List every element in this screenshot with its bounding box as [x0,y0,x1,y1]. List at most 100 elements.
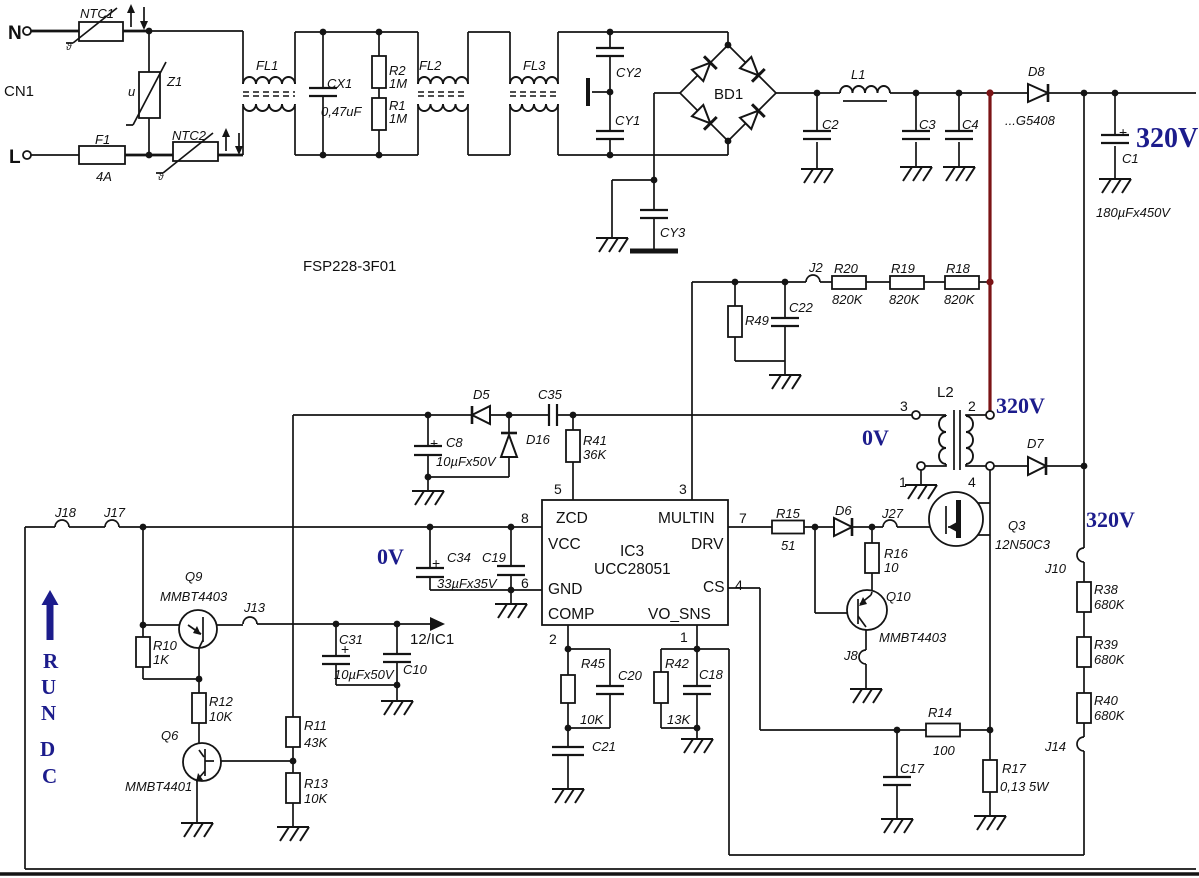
label-pin4: 4 [735,577,743,593]
label-c34: C34 [447,550,471,565]
label-r40-value: 680K [1094,708,1126,723]
jumper-arcs [54,274,1085,752]
l2-secondary-winding [938,415,947,465]
label-cx1-value: 0,47uF [321,104,363,119]
label-d5: D5 [473,387,490,402]
l2-primary-winding [965,415,974,465]
junction-dot [813,89,821,97]
label-0v-right: 0V [862,425,889,450]
l2-pin3-terminal [911,410,921,420]
resistor-r1 [371,97,387,131]
junction-dot [1111,89,1119,97]
label-d16: D16 [526,432,551,447]
junction-dot [375,28,383,36]
resistor-symbols [66,7,1092,804]
label-0v-left: 0V [377,544,404,569]
label-r19: R19 [891,261,915,276]
resistor-r17 [982,759,998,793]
label-l2-pin3: 3 [900,398,908,414]
label-r14-value: 100 [933,743,955,758]
junction-dot [569,411,577,419]
label-z1-u: u [128,84,135,99]
label-r41: R41 [583,433,607,448]
label-r39-value: 680K [1094,652,1126,667]
diode-symbols [469,82,1051,538]
l2-pin2-terminal [985,410,995,420]
label-cy3: CY3 [660,225,686,240]
capacitor-symbols [309,46,1129,787]
label-c4: C4 [962,117,979,132]
label-r11-value: 43K [304,735,328,750]
label-j13: J13 [243,600,266,615]
label-r16: R16 [884,546,909,561]
label-r15-value: 51 [781,538,795,553]
label-run-u: U [41,675,56,699]
junction-dot-red [986,89,994,97]
ntc2-body [172,141,219,162]
junction-dot [606,88,614,96]
junction-dot [693,724,701,732]
label-c8-plus: + [430,435,438,451]
label-c1-value: 180µFx450V [1096,205,1171,220]
label-c8-value: 10µFx50V [436,454,497,469]
label-ic-zcd: ZCD [556,510,588,527]
label-pin2: 2 [549,631,557,647]
label-r10: R10 [153,638,178,653]
label-r19-value: 820K [889,292,921,307]
label-r20-value: 820K [832,292,864,307]
resistor-r12 [191,692,207,724]
junction-dot [393,681,401,689]
label-r13-value: 10K [304,791,328,806]
label-run-n: N [41,701,56,725]
label-12ic1: 12/IC1 [410,631,454,648]
label-r11: R11 [304,718,327,733]
junction-dot [781,278,789,286]
resistor-r20 [831,275,867,290]
l1-winding [839,85,891,94]
choke-cores [243,91,558,97]
resistor-r39 [1076,636,1092,668]
label-pin1: 1 [680,629,688,645]
label-c35: C35 [538,387,563,402]
junction-dot [507,586,515,594]
label-ic-vcc: VCC [548,536,581,553]
junction-dot [606,151,614,159]
junction-dot [139,621,147,629]
label-r1-value: 1M [389,111,407,126]
label-d8: D8 [1028,64,1045,79]
label-q3: Q3 [1008,518,1026,533]
wires [0,29,1199,876]
label-320v-right: 320V [1086,507,1135,532]
l2-core [953,410,961,470]
label-terminal-n: N [8,23,22,44]
label-terminal-l: L [9,147,21,168]
label-r13: R13 [304,776,329,791]
label-cx1: CX1 [327,76,352,91]
label-r45: R45 [581,656,606,671]
diode-d7 [1027,455,1049,477]
label-ntc1: NTC1 [80,6,114,21]
label-d7: D7 [1027,436,1044,451]
label-cy2: CY2 [616,65,642,80]
label-r2-value: 1M [389,76,407,91]
junction-dot [564,724,572,732]
label-d6: D6 [835,503,852,518]
label-r45-value: 10K [580,712,604,727]
label-r16-value: 10 [884,560,899,575]
label-r42-value: 13K [667,712,691,727]
label-c10: C10 [403,662,428,677]
label-l2-pin1: 1 [899,474,907,490]
junction-dot [332,620,340,628]
junction-dot [375,151,383,159]
label-q9-part: MMBT4403 [160,589,228,604]
junction-dot [319,28,327,36]
label-ntc2-theta: ϑ [158,172,164,183]
label-r42: R42 [665,656,690,671]
resistor-r40 [1076,692,1092,724]
junction-dot [724,137,732,145]
fl1-windings [242,76,296,112]
label-r2: R2 [389,63,406,78]
junction-dot [724,41,732,49]
junction-dot [319,151,327,159]
